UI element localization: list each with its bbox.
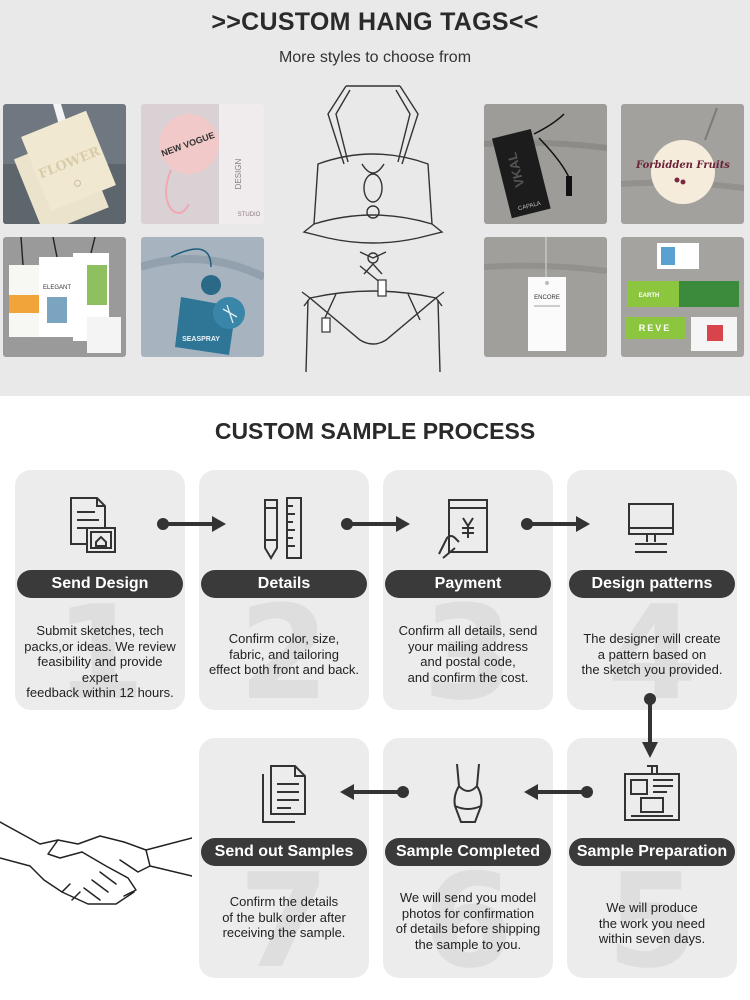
arrow-left-icon	[340, 784, 409, 800]
black-capala-tag-photo: VKAL CAPALA	[484, 104, 607, 224]
step-number: 2	[238, 577, 330, 710]
step-label: Sample Preparation	[569, 838, 735, 866]
arrow-right-icon	[341, 516, 410, 532]
hang-tags-section: >>CUSTOM HANG TAGS<< More styles to choo…	[0, 0, 750, 396]
step-description: Confirm the details of the bulk order af…	[222, 894, 346, 940]
arrow-right-icon	[157, 516, 226, 532]
step-label: Sample Completed	[385, 838, 551, 866]
process-step-sample-preparation: 5 Sample Preparation We will produce the…	[567, 738, 737, 978]
step-number: 4	[606, 577, 698, 710]
step-description: Submit sketches, tech packs,or ideas. We…	[24, 623, 176, 700]
process-step-design-patterns: 4 Design patterns The designer will crea…	[567, 470, 737, 710]
process-step-sample-completed: 6 Sample Completed We will send you mode…	[383, 738, 553, 978]
seaspray-blue-tag-photo: SEASPRAY	[141, 237, 264, 357]
step-description: Confirm color, size, fabric, and tailori…	[208, 631, 360, 677]
step-number: 6	[422, 845, 514, 978]
white-encore-tag-photo: ENCORE	[484, 237, 607, 357]
tag-text: EARTH	[639, 293, 660, 299]
step-description: We will produce the work you need within…	[598, 900, 706, 946]
handshake-illustration	[0, 821, 192, 905]
tag-text: DESIGN	[234, 158, 243, 189]
step-number: 7	[238, 845, 330, 978]
arrow-down-icon	[642, 693, 658, 758]
computer-monitor-icon	[628, 503, 674, 553]
tag-text: Forbidden Fruits	[635, 160, 730, 171]
process-step-payment: 3 Payment Confirm all details, send your…	[383, 470, 553, 710]
step-number: 5	[606, 845, 698, 978]
process-step-details: 2 Details Confirm color, size, fabric, a…	[199, 470, 369, 710]
step-label: Payment	[385, 570, 551, 598]
step-number: 1	[54, 577, 146, 710]
hang-tags-subtitle: More styles to choose from	[278, 49, 472, 66]
step-description: The designer will create a pattern based…	[581, 631, 723, 677]
arrow-left-icon	[524, 784, 593, 800]
machine-icon	[624, 765, 680, 821]
arrow-right-icon	[521, 516, 590, 532]
step-label: Send Design	[17, 570, 183, 598]
tag-text: STUDIO	[238, 212, 261, 218]
tag-text: REVE	[639, 323, 672, 333]
step-description: Confirm all details, send your mailing a…	[398, 623, 538, 685]
process-title: CUSTOM SAMPLE PROCESS	[214, 418, 536, 444]
step-label: Send out Samples	[201, 838, 367, 866]
tag-text: ENCORE	[534, 295, 560, 301]
documents-icon	[262, 765, 306, 823]
process-step-send-out-samples: 7 Send out Samples Confirm the details o…	[199, 738, 369, 978]
payment-yen-icon	[438, 499, 488, 559]
hang-tags-title: >>CUSTOM HANG TAGS<<	[211, 8, 539, 36]
elegant-tags-photo: ELEGANT	[3, 237, 126, 357]
green-earth-tags-photo: EARTH REVE	[621, 237, 744, 357]
tag-text: CAPALA	[518, 201, 542, 212]
cream-embossed-tag-photo: FLOWER	[3, 104, 126, 224]
pencil-ruler-icon	[264, 497, 302, 560]
step-number: 3	[422, 577, 514, 710]
bikini-sketch-illustration	[301, 85, 445, 373]
document-design-icon	[70, 497, 116, 553]
tag-text: SEASPRAY	[182, 336, 220, 343]
swimsuit-icon	[453, 763, 483, 823]
process-step-send-design: 1 Send Design Submit sketches, tech pack…	[15, 470, 185, 710]
round-forbidden-fruits-tag-photo: Forbidden Fruits	[621, 104, 744, 224]
step-label: Details	[201, 570, 367, 598]
step-label: Design patterns	[569, 570, 735, 598]
tag-text: ELEGANT	[43, 285, 71, 291]
pink-round-tag-photo: DESIGN STUDIO NEW VOGUE	[141, 104, 264, 224]
step-description: We will send you model photos for confir…	[395, 890, 541, 952]
